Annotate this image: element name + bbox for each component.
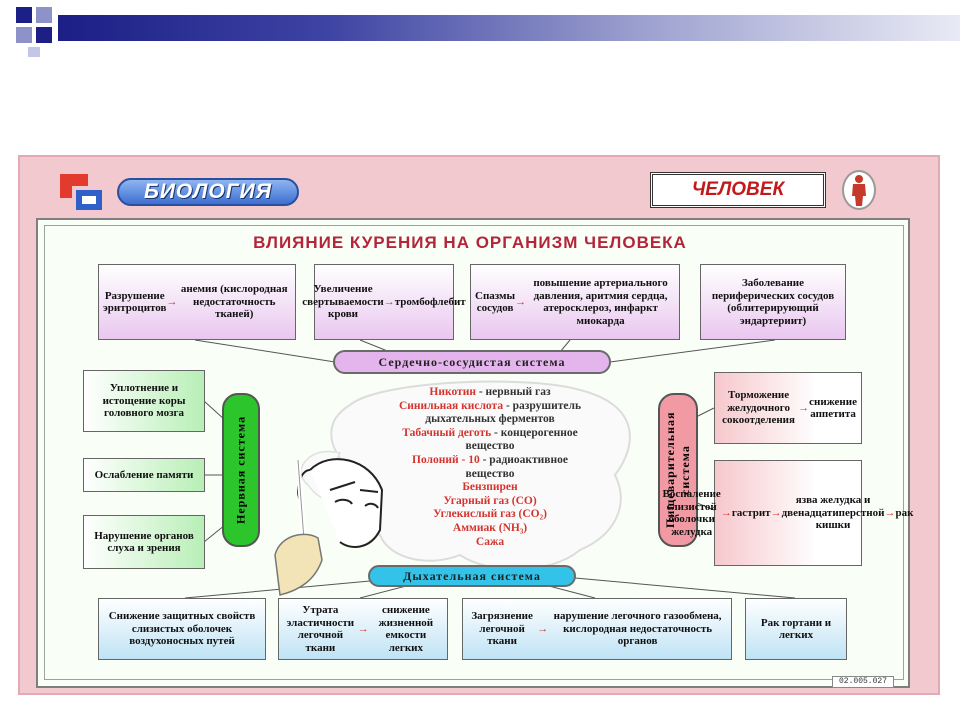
section-label: ЧЕЛОВЕК <box>650 172 826 208</box>
arrow-icon: → <box>166 295 178 308</box>
slide-title-bar <box>58 15 960 41</box>
smoke-line-co2: Углекислый газ (CO₂) <box>433 508 547 521</box>
cardio-box-coagulation: Увеличение свертываемости крови → тромбо… <box>302 264 466 340</box>
digestive-box-gastritis: Воспаление слизистой оболочки желудка → … <box>663 460 913 566</box>
arrow-icon: → <box>770 506 782 519</box>
arrow-icon: → <box>884 506 896 519</box>
cardio-box-spasms: Спазмы сосудов → повышение артериального… <box>470 264 680 340</box>
nervous-system-label: Нервная система <box>222 393 260 547</box>
resp-box-elasticity: Утрата эластичности легочной ткани → сни… <box>278 598 448 660</box>
poster-inner-frame <box>44 225 904 680</box>
slide-decor-square <box>36 7 52 23</box>
nervous-box-memory: Ослабление памяти <box>83 458 205 492</box>
smoke-line-polonium-2: вещество <box>465 467 515 480</box>
subject-badge: БИОЛОГИЯ <box>117 178 299 206</box>
arrow-icon: → <box>383 295 395 308</box>
nervous-box-senses: Нарушение органов слуха и зрения <box>83 515 205 569</box>
smoke-line-ammonia: Аммиак (NH₃) <box>452 521 528 534</box>
cardio-box-peripheral: Заболевание периферических сосудов (обли… <box>700 264 846 340</box>
smoke-line-benzpyrene: Бензпирен <box>462 481 518 494</box>
resp-box-pollution: Загрязнение легочной ткани → нарушение л… <box>462 598 732 660</box>
slide-decor-square <box>36 27 52 43</box>
poster-code: 02.005.027 <box>832 676 894 688</box>
slide-decor-square <box>16 27 32 43</box>
cardio-box-erythrocytes: Разрушение эритроцитов → анемия (кислоро… <box>98 264 296 340</box>
arrow-icon: → <box>720 506 732 519</box>
cardio-system-label: Сердечно-сосудистая система <box>333 350 611 374</box>
arrow-icon: → <box>357 622 369 635</box>
smoke-line-hcn-2: дыхательных ферментов <box>425 413 555 426</box>
smoke-line-soot: Сажа <box>475 535 505 548</box>
resp-box-mucosa: Снижение защитных свойств слизистых обол… <box>98 598 266 660</box>
nervous-box-cortex: Уплотнение и истощение коры головного мо… <box>83 370 205 432</box>
smoke-line-co: Угарный газ (CO) <box>443 494 537 507</box>
slide-decor-square <box>16 7 32 23</box>
slide-decor-square <box>28 47 40 57</box>
smoke-line-tar-2: вещество <box>465 440 515 453</box>
smoke-components: Никотин - нервный газ Синильная кислота … <box>345 386 635 549</box>
smoke-line-nicotine: Никотин - нервный газ <box>429 386 551 398</box>
arrow-icon: → <box>515 295 527 308</box>
smoker-illustration <box>274 458 384 596</box>
smoke-line-hcn: Синильная кислота - разрушитель <box>398 399 582 412</box>
logo-icon <box>60 174 102 210</box>
arrow-icon: → <box>537 622 549 635</box>
resp-box-cancer: Рак гортани и легких <box>745 598 847 660</box>
smoke-line-tar: Табачный деготь - концерогенное <box>402 426 578 439</box>
respiratory-system-label: Дыхательная система <box>368 565 576 587</box>
digestive-box-appetite: Торможение желудочного сокоотделения → с… <box>714 372 862 444</box>
person-icon <box>842 170 876 210</box>
arrow-icon: → <box>798 401 810 414</box>
poster-title: ВЛИЯНИЕ КУРЕНИЯ НА ОРГАНИЗМ ЧЕЛОВЕКА <box>253 233 687 252</box>
smoke-line-polonium: Полоний - 10 - радиоактивное <box>412 453 568 466</box>
